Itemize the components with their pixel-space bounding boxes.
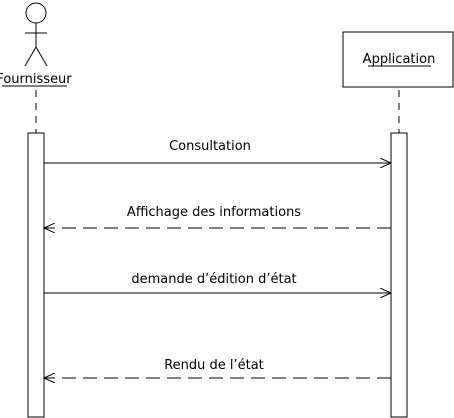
actor-head (25, 2, 47, 24)
message-affichage-informations: Affichage des informations (44, 205, 391, 228)
message-label: Affichage des informations (127, 205, 301, 220)
message-label: Rendu de l’état (164, 358, 264, 373)
message-demande-edition-etat: demande d’édition d’état (44, 272, 391, 293)
actor-leg-left (24, 46, 37, 67)
activation-bar-application (390, 132, 408, 418)
message-consultation: Consultation (44, 139, 391, 163)
object-box (342, 31, 454, 88)
actor-name: Fournisseur (0, 72, 72, 87)
message-label: Consultation (169, 139, 251, 154)
activation-bar-fournisseur (27, 132, 45, 418)
object-name: Application (363, 52, 436, 67)
message-label: demande d’édition d’état (131, 272, 296, 287)
message-rendu-etat: Rendu de l’état (44, 358, 391, 378)
actor-leg-right (35, 46, 48, 67)
object-application: Application (342, 31, 454, 88)
actor-fournisseur: Fournisseur (0, 2, 72, 87)
